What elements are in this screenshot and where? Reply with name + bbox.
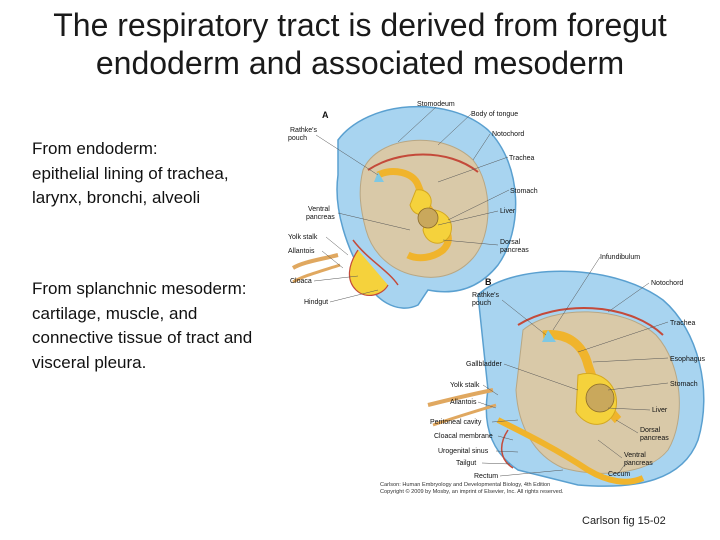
label-urogenital-sinus: Urogenital sinus <box>438 448 489 455</box>
label-rathkes-pouch-b-1: Rathke's <box>472 292 500 299</box>
label-cecum: Cecum <box>608 471 630 478</box>
title-line-2: endoderm and associated mesoderm <box>95 45 625 81</box>
leader-lines-b <box>477 256 669 477</box>
label-allantois-a: Allantois <box>288 248 315 255</box>
endoderm-block: From endoderm: epithelial lining of trac… <box>32 137 282 211</box>
endoderm-heading: From endoderm: <box>32 139 158 158</box>
label-liver-a: Liver <box>500 208 516 215</box>
label-stomach-a: Stomach <box>510 188 538 195</box>
label-cloaca: Cloaca <box>290 278 312 285</box>
label-dorsal-pancreas-b-2: pancreas <box>640 435 669 442</box>
label-notochord-a: Notochord <box>492 131 524 138</box>
label-allantois-b: Allantois <box>450 399 477 406</box>
label-body-of-tongue: Body of tongue <box>471 111 518 118</box>
endoderm-text: epithelial lining of trachea, larynx, br… <box>32 163 229 208</box>
label-ventral-pancreas-b-1: Ventral <box>624 452 646 459</box>
label-rectum: Rectum <box>474 473 498 480</box>
label-yolk-stalk-b: Yolk stalk <box>450 382 480 389</box>
label-trachea-b: Trachea <box>670 320 696 327</box>
label-rathkes-pouch-b-2: pouch <box>472 300 491 307</box>
label-ventral-pancreas-a-1: Ventral <box>308 206 330 213</box>
panel-a-drawing <box>291 105 517 309</box>
mesoderm-text: cartilage, muscle, and connective tissue… <box>32 303 253 372</box>
embryo-figure: A Stomodeum Body of tongue Rathke's pouc… <box>278 90 720 500</box>
label-peritoneal-cavity: Peritoneal cavity <box>430 419 482 426</box>
embryo-diagram: A Stomodeum Body of tongue Rathke's pouc… <box>288 101 706 495</box>
panel-a-label: A <box>322 110 329 120</box>
figure-credit-1: Carlson: Human Embryology and Developmen… <box>380 482 550 488</box>
label-tailgut: Tailgut <box>456 460 476 467</box>
label-rathkes-pouch-a-1: Rathke's <box>290 127 318 134</box>
label-ventral-pancreas-b-2: pancreas <box>624 460 653 467</box>
label-notochord-b: Notochord <box>651 280 683 287</box>
label-hindgut: Hindgut <box>304 299 328 306</box>
figure-citation: Carlson fig 15-02 <box>582 515 666 527</box>
label-gallbladder: Gallbladder <box>466 361 502 368</box>
label-ventral-pancreas-a-2: pancreas <box>306 214 335 221</box>
panel-b-drawing <box>427 270 705 487</box>
leader-lines-a <box>313 106 510 303</box>
label-cloacal-membrane: Cloacal membrane <box>434 433 493 440</box>
title-line-1: The respiratory tract is derived from fo… <box>53 7 667 43</box>
label-rathkes-pouch-a-2: pouch <box>288 135 307 142</box>
mesoderm-block: From splanchnic mesoderm: cartilage, mus… <box>32 277 282 375</box>
label-yolk-stalk-a: Yolk stalk <box>288 234 318 241</box>
figure-credit-2: Copyright © 2009 by Mosby, an imprint of… <box>380 488 564 495</box>
label-liver-b: Liver <box>652 407 668 414</box>
label-dorsal-pancreas-a-1: Dorsal <box>500 239 521 246</box>
label-stomach-b: Stomach <box>670 381 698 388</box>
label-dorsal-pancreas-b-1: Dorsal <box>640 427 661 434</box>
label-dorsal-pancreas-a-2: pancreas <box>500 247 529 254</box>
label-trachea-a: Trachea <box>509 155 535 162</box>
panel-b-label: B <box>485 277 492 287</box>
mesoderm-heading: From splanchnic mesoderm: <box>32 279 247 298</box>
label-esophagus: Esophagus <box>670 356 706 363</box>
label-infundibulum: Infundibulum <box>600 254 640 261</box>
label-stomodeum: Stomodeum <box>417 101 455 108</box>
slide-title: The respiratory tract is derived from fo… <box>20 6 700 82</box>
